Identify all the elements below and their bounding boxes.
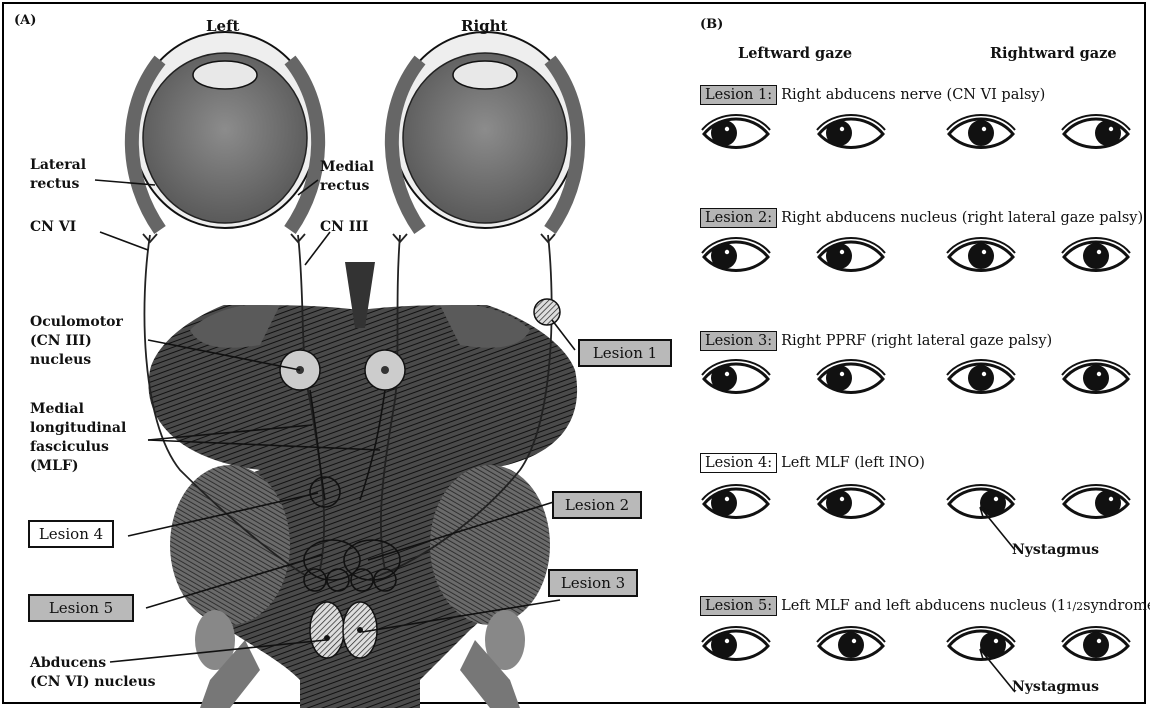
eye-icon: [815, 355, 887, 401]
rightward-gaze-header: Rightward gaze: [990, 46, 1117, 62]
eye-icon: [700, 110, 772, 156]
lesion-row-5-frac: /2: [1072, 600, 1083, 613]
lesion-row-1-desc: Right abducens nerve (CN VI palsy): [781, 87, 1045, 103]
oculomotor-label-2: (CN III): [30, 334, 92, 349]
lateral-rectus-label-1: Lateral: [30, 158, 86, 173]
left-eyeball: [132, 32, 318, 230]
lesion-row-1: Lesion 1: Right abducens nerve (CN VI pa…: [700, 85, 1045, 105]
lesion-row-2-desc: Right abducens nucleus (right lateral ga…: [781, 210, 1143, 226]
eye-icon: [815, 233, 887, 279]
eye-icon: [1060, 355, 1132, 401]
mlf-label-1: Medial: [30, 402, 84, 417]
eye-icon: [945, 355, 1017, 401]
right-eyeball: [392, 32, 578, 230]
lesion-row-3: Lesion 3: Right PPRF (right lateral gaze…: [700, 331, 1052, 351]
lesion-3-box: Lesion 3: [548, 569, 638, 597]
cn3-label: CN III: [320, 220, 368, 235]
lesion-row-5-tag: Lesion 5:: [700, 596, 777, 616]
lesion-row-2-tag: Lesion 2:: [700, 208, 777, 228]
nystagmus-arrow-icon: [955, 495, 1045, 565]
eye-icon: [700, 355, 772, 401]
abducens-label-1: Abducens: [30, 656, 106, 671]
lesion-row-5-tail: syndrome): [1083, 598, 1150, 614]
eye-icon: [1060, 233, 1132, 279]
lesion-row-4-tag: Lesion 4:: [700, 453, 777, 473]
mlf-label-2: longitudinal: [30, 421, 126, 436]
eye-icon: [815, 622, 887, 668]
lesion-row-5-desc: Left MLF and left abducens nucleus (1: [781, 598, 1066, 614]
eye-icon: [700, 622, 772, 668]
lesion-4-box: Lesion 4: [28, 520, 114, 548]
lesion-row-1-tag: Lesion 1:: [700, 85, 777, 105]
eye-icon: [1060, 480, 1132, 526]
lesion-row-5: Lesion 5: Left MLF and left abducens nuc…: [700, 596, 1150, 616]
left-label: Left: [206, 18, 239, 35]
oculomotor-label-1: Oculomotor: [30, 315, 123, 330]
mlf-label-4: (MLF): [30, 459, 79, 474]
eye-icon: [700, 233, 772, 279]
panel-a-label: (A): [14, 14, 36, 28]
eye-icon: [1060, 110, 1132, 156]
right-label: Right: [461, 18, 508, 35]
lesion-1-marker: [534, 299, 560, 325]
panel-b-label: (B): [700, 18, 723, 32]
medial-rectus-label-2: rectus: [320, 179, 369, 194]
eye-icon: [1060, 622, 1132, 668]
lesion-1-box: Lesion 1: [578, 339, 672, 367]
lesion-row-4-desc: Left MLF (left INO): [781, 455, 925, 471]
cn6-label: CN VI: [30, 220, 76, 235]
lesion-row-3-tag: Lesion 3:: [700, 331, 777, 351]
eye-icon: [700, 480, 772, 526]
leftward-gaze-header: Leftward gaze: [738, 46, 852, 62]
eye-icon: [945, 233, 1017, 279]
lesion-2-box: Lesion 2: [552, 491, 642, 519]
lesion-row-3-desc: Right PPRF (right lateral gaze palsy): [781, 333, 1052, 349]
eye-icon: [815, 110, 887, 156]
mlf-label-3: fasciculus: [30, 440, 109, 455]
left-abducens-nucleus: [310, 602, 344, 658]
abducens-label-2: (CN VI) nucleus: [30, 675, 156, 690]
lesion-5-box: Lesion 5: [28, 594, 134, 622]
lesion-row-4: Lesion 4: Left MLF (left INO): [700, 453, 925, 473]
lateral-rectus-label-2: rectus: [30, 177, 79, 192]
nystagmus-arrow-icon: [955, 637, 1045, 707]
oculomotor-label-3: nucleus: [30, 353, 91, 368]
eye-icon: [945, 110, 1017, 156]
eye-icon: [815, 480, 887, 526]
medial-rectus-label-1: Medial: [320, 160, 374, 175]
lesion-row-2: Lesion 2: Right abducens nucleus (right …: [700, 208, 1143, 228]
